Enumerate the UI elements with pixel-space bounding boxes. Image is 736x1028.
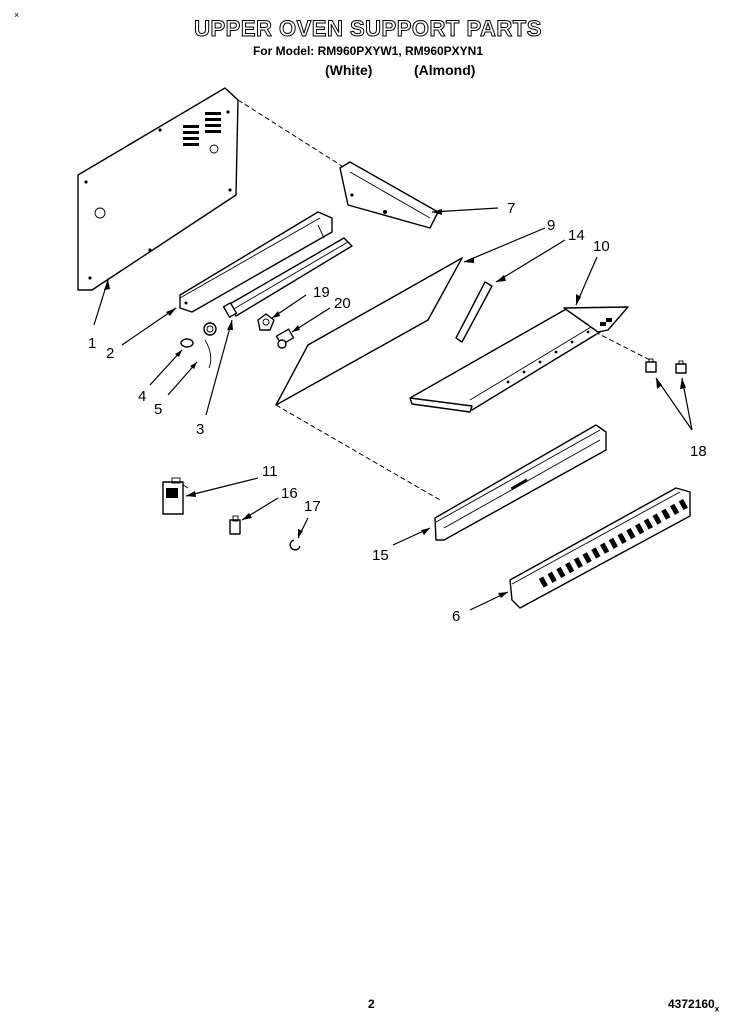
callout-17: 17 <box>304 498 321 515</box>
part-support-tray[interactable] <box>409 306 629 413</box>
part-lamp-lens[interactable] <box>180 338 194 348</box>
corner-mark: × <box>14 10 20 20</box>
document-number: 4372160x <box>668 997 719 1013</box>
callout-10: 10 <box>593 238 610 255</box>
callout-20: 20 <box>334 295 351 312</box>
part-starter[interactable] <box>275 328 295 349</box>
page-number: 2 <box>368 997 375 1011</box>
callout-9: 9 <box>547 217 555 234</box>
callout-19: 19 <box>313 284 330 301</box>
part-fluorescent-tube[interactable] <box>222 237 353 318</box>
alignment-line-rear <box>237 99 346 169</box>
part-socket-lamp[interactable] <box>257 313 275 331</box>
part-rear-panel[interactable] <box>77 87 239 291</box>
callout-11: 11 <box>262 463 278 480</box>
part-lamp-holder[interactable] <box>203 322 217 369</box>
callout-6: 6 <box>452 608 460 625</box>
part-connector-b[interactable] <box>675 360 687 374</box>
document-number-value: 4372160 <box>668 997 715 1011</box>
alignment-line-wiring <box>594 331 651 361</box>
callout-4: 4 <box>138 388 146 405</box>
part-glass-panel[interactable] <box>275 257 463 406</box>
callout-16: 16 <box>281 485 298 502</box>
callout-labels: 1 2 3 4 5 6 7 9 10 11 14 15 16 17 18 19 … <box>88 200 707 625</box>
variant-white: (White) <box>325 62 373 78</box>
part-retaining-ring[interactable] <box>289 539 301 551</box>
part-clip[interactable] <box>229 515 241 535</box>
variant-almond: (Almond) <box>414 62 476 78</box>
part-connector-a[interactable] <box>645 358 657 373</box>
callout-2: 2 <box>106 345 114 362</box>
part-bracket[interactable] <box>339 161 439 229</box>
part-lamp-channel[interactable] <box>179 211 333 313</box>
part-front-rail[interactable] <box>434 424 607 541</box>
callout-3: 3 <box>196 421 204 438</box>
alignment-line-front <box>275 404 441 501</box>
part-vented-panel[interactable] <box>509 487 691 609</box>
callout-1: 1 <box>88 335 96 352</box>
leader-arrowheads <box>104 209 686 598</box>
callout-7: 7 <box>507 200 515 217</box>
part-trim-strip[interactable] <box>455 281 493 343</box>
document-suffix: x <box>714 1004 720 1014</box>
callout-5: 5 <box>154 401 162 418</box>
model-numbers: For Model: RM960PXYW1, RM960PXYN1 <box>252 44 484 58</box>
part-switch[interactable] <box>162 477 189 515</box>
callout-15: 15 <box>372 547 389 564</box>
page-title: UPPER OVEN SUPPORT PARTS <box>194 16 542 42</box>
callout-14: 14 <box>568 227 585 244</box>
callout-18: 18 <box>690 443 707 460</box>
